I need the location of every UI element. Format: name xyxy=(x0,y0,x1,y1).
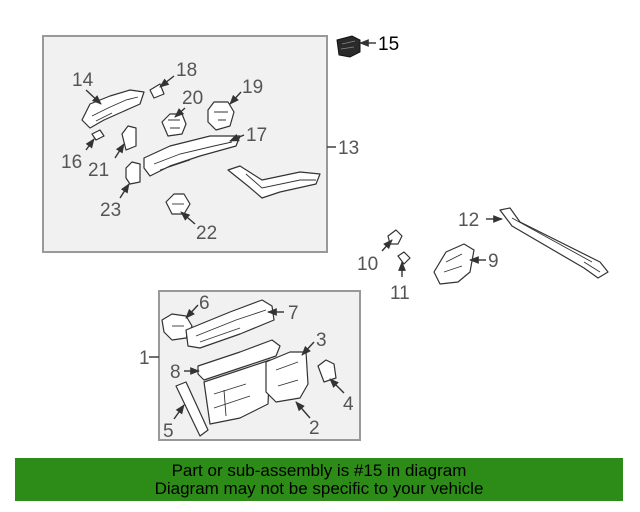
part-7-shape[interactable] xyxy=(185,299,275,349)
part-16-shape[interactable] xyxy=(91,129,105,141)
label-20[interactable]: 20 xyxy=(182,88,203,109)
label-11[interactable]: 11 xyxy=(390,283,410,304)
footer-line-1: Part or sub-assembly is #15 in diagram xyxy=(171,461,467,480)
label-12[interactable]: 12 xyxy=(458,210,479,231)
part-8-shape[interactable] xyxy=(197,339,281,381)
part-4-shape[interactable] xyxy=(317,359,337,383)
footer-line-2: Diagram may not be specific to your vehi… xyxy=(154,479,484,498)
label-17[interactable]: 17 xyxy=(246,125,267,146)
label-4[interactable]: 4 xyxy=(343,394,354,415)
label-19[interactable]: 19 xyxy=(242,77,263,98)
label-13[interactable]: 13 xyxy=(338,138,359,159)
label-1[interactable]: 1 xyxy=(139,348,150,369)
label-9[interactable]: 9 xyxy=(488,251,499,272)
label-22[interactable]: 22 xyxy=(196,223,217,244)
label-6[interactable]: 6 xyxy=(199,293,210,314)
part-22-shape[interactable] xyxy=(165,193,191,215)
label-23[interactable]: 23 xyxy=(100,200,121,221)
label-2[interactable]: 2 xyxy=(309,418,320,439)
part-12-shape[interactable] xyxy=(499,207,609,279)
part-17-shape[interactable] xyxy=(143,135,241,177)
rear-rail-shape xyxy=(227,165,321,199)
label-15[interactable]: 15 xyxy=(378,34,399,55)
part-5-shape[interactable] xyxy=(175,381,209,437)
footer-banner: Part or sub-assembly is #15 in diagram D… xyxy=(15,458,623,501)
part-21-shape[interactable] xyxy=(121,125,137,151)
part-3-shape[interactable] xyxy=(265,351,309,403)
label-7[interactable]: 7 xyxy=(288,303,299,324)
label-10[interactable]: 10 xyxy=(357,254,378,275)
part-20-shape[interactable] xyxy=(161,113,187,137)
part-15-shape[interactable] xyxy=(336,35,361,58)
label-5[interactable]: 5 xyxy=(163,421,174,442)
dash-panel-shape xyxy=(203,359,271,425)
label-21[interactable]: 21 xyxy=(88,160,109,181)
label-3[interactable]: 3 xyxy=(316,330,327,351)
label-18[interactable]: 18 xyxy=(176,60,197,81)
part-11-shape[interactable] xyxy=(397,251,411,265)
part-19-shape[interactable] xyxy=(207,101,235,131)
label-16[interactable]: 16 xyxy=(61,152,82,173)
part-23-shape[interactable] xyxy=(125,161,141,185)
label-8[interactable]: 8 xyxy=(170,362,181,383)
label-14[interactable]: 14 xyxy=(72,70,94,91)
part-9-shape[interactable] xyxy=(433,243,475,285)
